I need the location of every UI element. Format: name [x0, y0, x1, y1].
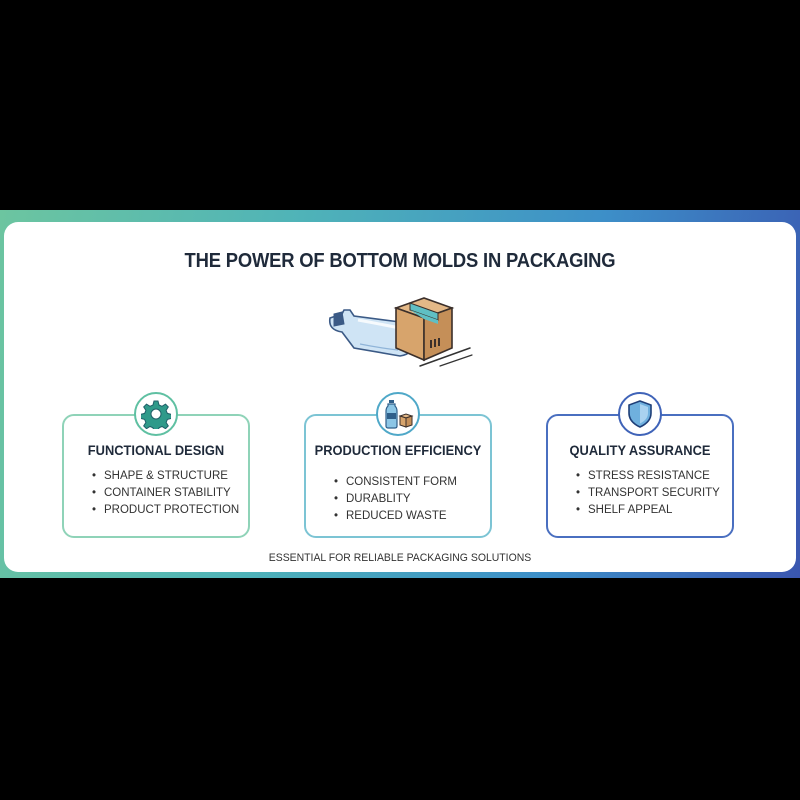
card-quality-assurance: QUALITY ASSURANCE STRESS RESISTANCE TRAN… [546, 392, 734, 538]
card-title: PRODUCTION EFFICIENCY [314, 442, 482, 458]
list-item: DURABLITY [334, 491, 457, 508]
card-list: CONSISTENT FORM DURABLITY REDUCED WASTE [334, 474, 457, 525]
list-item: TRANSPORT SECURITY [576, 485, 720, 502]
card-production-efficiency: PRODUCTION EFFICIENCY CONSISTENT FORM DU… [304, 392, 492, 538]
card-list: SHAPE & STRUCTURE CONTAINER STABILITY PR… [92, 468, 239, 519]
bottle-and-box-icon [328, 297, 473, 367]
card-badge [618, 392, 662, 436]
card-badge [376, 392, 420, 436]
bottle-box-icon [385, 400, 414, 429]
infographic-panel: THE POWER OF BOTTOM MOLDS IN PACKAGING [4, 222, 796, 572]
card-title: QUALITY ASSURANCE [569, 442, 711, 458]
card-functional-design: FUNCTIONAL DESIGN SHAPE & STRUCTURE CONT… [62, 392, 250, 538]
gear-icon [141, 400, 171, 429]
list-item: CONTAINER STABILITY [92, 485, 239, 502]
list-item: STRESS RESISTANCE [576, 468, 720, 485]
list-item: PRODUCT PROTECTION [92, 502, 239, 519]
card-title: FUNCTIONAL DESIGN [87, 442, 225, 458]
gradient-frame: THE POWER OF BOTTOM MOLDS IN PACKAGING [0, 210, 800, 578]
footer-caption: ESSENTIAL FOR RELIABLE PACKAGING SOLUTIO… [268, 552, 532, 564]
list-item: SHELF APPEAL [576, 502, 720, 519]
list-item: REDUCED WASTE [334, 508, 457, 525]
list-item: CONSISTENT FORM [334, 474, 457, 491]
page-title: THE POWER OF BOTTOM MOLDS IN PACKAGING [184, 250, 616, 272]
list-item: SHAPE & STRUCTURE [92, 468, 239, 485]
card-badge [134, 392, 178, 436]
shield-icon [628, 400, 652, 428]
card-list: STRESS RESISTANCE TRANSPORT SECURITY SHE… [576, 468, 720, 519]
